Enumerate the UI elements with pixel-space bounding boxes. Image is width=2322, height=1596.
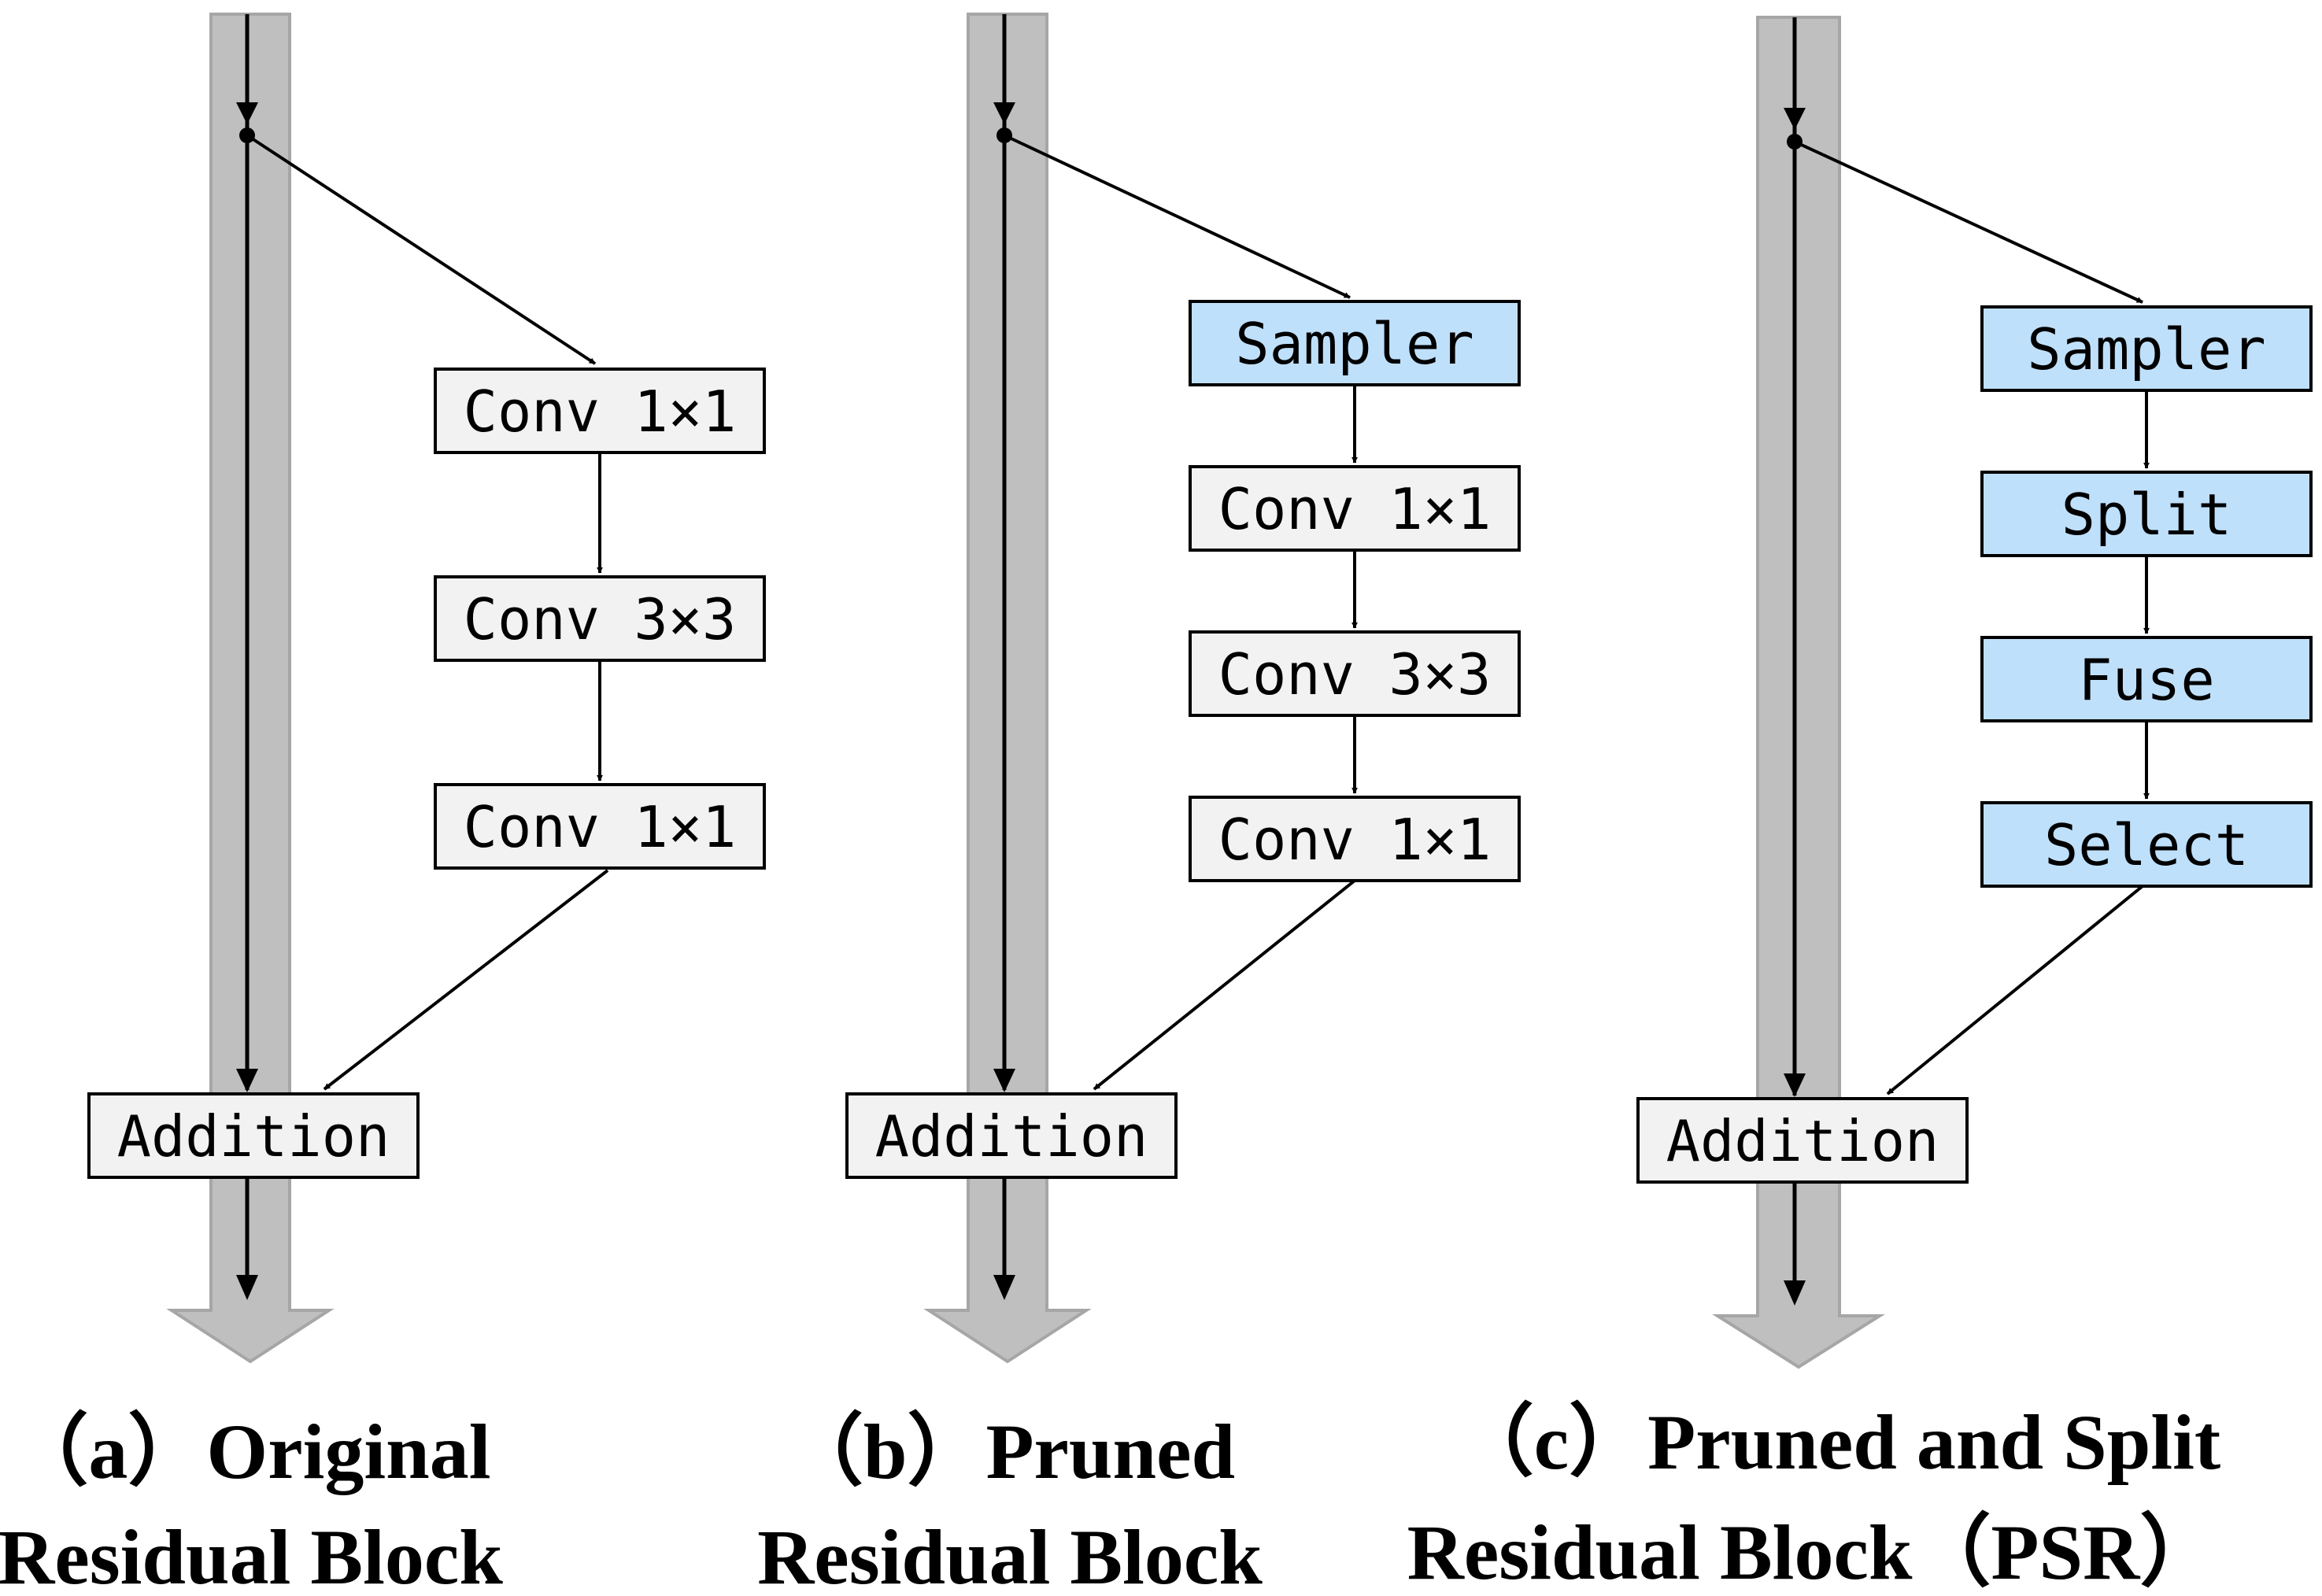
addition-label: Addition <box>117 1103 390 1169</box>
skip-path-bar <box>1712 16 1885 1369</box>
skip-path-bar <box>923 13 1092 1364</box>
caption-line-1: （b）Pruned <box>785 1408 1235 1495</box>
conv-3x3-box <box>1189 630 1521 717</box>
merge-arrow <box>323 869 609 1091</box>
panel-b: Sampler Conv 1×1 Conv 3×3 Conv 1×1 Addit… <box>757 13 1521 1596</box>
split-box <box>1980 471 2313 557</box>
conv-3x3-box <box>434 575 766 662</box>
branch-arrow <box>1794 140 2143 304</box>
flow-arrowhead <box>236 102 258 124</box>
conv-1x1-label: Conv 1×1 <box>464 794 737 860</box>
caption-line-1: （c）Pruned and Split <box>1455 1398 2220 1486</box>
caption-line-2: Residual Block <box>0 1513 503 1596</box>
fuse-box <box>1980 636 2313 722</box>
fuse-label: Fuse <box>2078 647 2214 713</box>
merge-arrow <box>1886 885 2144 1095</box>
flow-arrowhead <box>236 1275 258 1300</box>
merge-arrow <box>1093 879 1356 1091</box>
conv-1x1-label: Conv 1×1 <box>1218 807 1492 873</box>
flow-arrowhead <box>1784 1073 1806 1097</box>
conv-3x3-label: Conv 3×3 <box>1218 641 1492 707</box>
addition-box <box>87 1092 420 1179</box>
branch-arrow <box>1004 134 1351 299</box>
conv-1x1-label: Conv 1×1 <box>464 379 737 445</box>
branch-arrow <box>246 134 597 365</box>
flow-arrowhead <box>1784 1280 1806 1306</box>
skip-path-bar <box>166 13 335 1364</box>
conv-3x3-label: Conv 3×3 <box>464 586 737 652</box>
addition-box <box>845 1092 1178 1179</box>
conv-1x1-label: Conv 1×1 <box>1218 476 1492 542</box>
panel-c: Sampler Split Fuse Select Addition （c）Pr… <box>1407 16 2313 1596</box>
addition-label: Addition <box>875 1103 1148 1169</box>
select-label: Select <box>2044 812 2249 878</box>
select-box <box>1980 801 2313 888</box>
panel-a: Conv 1×1 Conv 3×3 Conv 1×1 Addition （a）O… <box>0 13 766 1596</box>
addition-label: Addition <box>1666 1108 1939 1174</box>
addition-box <box>1636 1097 1969 1184</box>
conv-1x1-box <box>434 368 766 454</box>
flow-arrowhead <box>993 102 1015 124</box>
caption-line-2: Residual Block <box>757 1513 1263 1596</box>
flow-arrowhead <box>993 1275 1015 1300</box>
split-label: Split <box>2061 482 2232 548</box>
flow-arrowhead <box>236 1069 258 1092</box>
sampler-box <box>1189 300 1521 386</box>
conv-1x1-box <box>1189 465 1521 552</box>
flow-arrowhead <box>993 1069 1015 1092</box>
sampler-label: Sampler <box>1235 311 1473 377</box>
flow-arrowhead <box>1784 108 1806 130</box>
caption-line-1: （a）Original <box>9 1408 490 1495</box>
caption-line-2: Residual Block（PSR） <box>1407 1509 2219 1596</box>
sampler-label: Sampler <box>2027 316 2265 382</box>
conv-1x1-box <box>434 783 766 870</box>
sampler-box <box>1980 305 2313 392</box>
